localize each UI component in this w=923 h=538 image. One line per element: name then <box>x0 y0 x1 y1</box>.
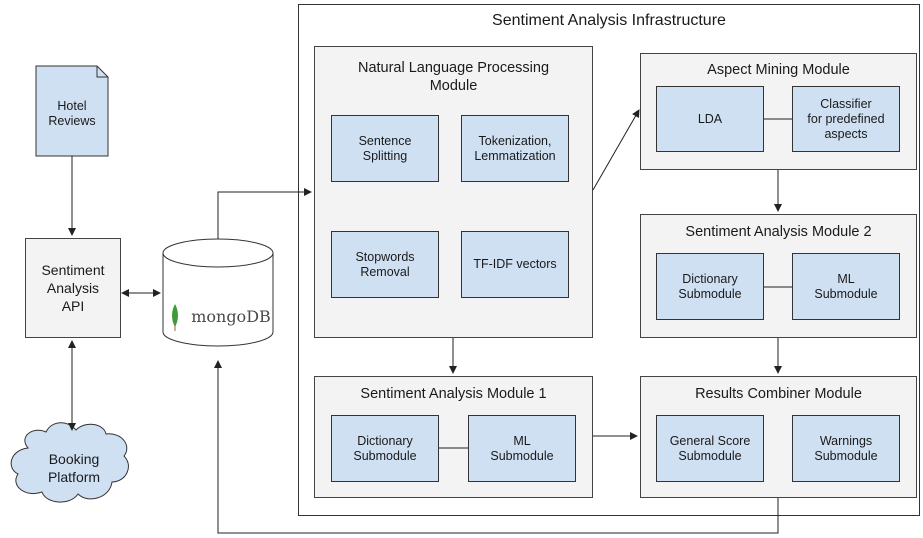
nlp-module-title: Natural Language Processing Module <box>357 60 550 94</box>
sam1-ml-box: ML Submodule <box>468 415 576 482</box>
sam2-dictionary-box: Dictionary Submodule <box>656 253 764 320</box>
sam2-ml-box: ML Submodule <box>792 253 900 320</box>
lda-box: LDA <box>656 86 764 152</box>
cloud-icon <box>10 422 129 503</box>
results-combiner-title: Results Combiner Module <box>695 386 862 402</box>
mongodb-leaf-icon <box>172 304 178 327</box>
infrastructure-title: Sentiment Analysis Infrastructure <box>492 12 726 29</box>
mongodb-label: mongoDB <box>191 306 271 326</box>
tfidf-vectors-box: TF-IDF vectors <box>461 231 569 298</box>
stopwords-removal-box: Stopwords Removal <box>331 231 439 298</box>
aspect-mining-title: Aspect Mining Module <box>707 62 850 78</box>
classifier-box: Classifier for predefined aspects <box>792 86 900 152</box>
tokenization-box: Tokenization, Lemmatization <box>461 115 569 182</box>
document-icon <box>35 65 109 157</box>
database-cylinder-icon <box>162 238 274 347</box>
sam1-dictionary-box: Dictionary Submodule <box>331 415 439 482</box>
warnings-box: Warnings Submodule <box>792 415 900 482</box>
sentiment-analysis-api-box: Sentiment Analysis API <box>25 238 121 338</box>
sentence-splitting-box: Sentence Splitting <box>331 115 439 182</box>
sam2-title: Sentiment Analysis Module 2 <box>685 224 872 240</box>
general-score-box: General Score Submodule <box>656 415 764 482</box>
hotel-reviews-label: Hotel Reviews <box>48 99 96 128</box>
booking-platform-label: Booking Platform <box>47 451 101 485</box>
sam1-title: Sentiment Analysis Module 1 <box>360 386 547 402</box>
